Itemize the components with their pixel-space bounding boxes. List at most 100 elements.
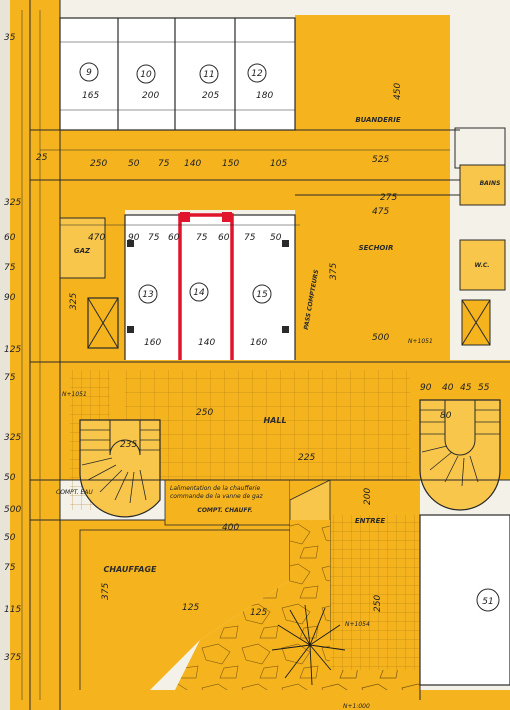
dim: 165 [82,91,99,101]
dim: 75 [4,263,16,273]
cell-12-label: 12 [251,69,263,79]
left-staircase [79,419,161,518]
dim: 60 [218,233,230,243]
dim: 35 [4,33,16,43]
dimension-lines [21,10,450,700]
dim: 90 [128,233,140,243]
dim: 400 [222,523,239,533]
gaz-room [59,217,106,279]
dim: 225 [298,453,315,463]
dim: 125 [4,345,21,355]
dim: 125 [250,608,267,618]
hall-tiles [125,370,410,480]
cell-14-label: 14 [193,288,205,298]
dim: 45 [460,383,472,393]
room-compt-chauff: COMPT. CHAUFF. [197,507,252,514]
dim: 325 [69,293,79,310]
dim: 60 [4,233,16,243]
cell-11-marker [199,64,219,84]
sechoir-room [295,195,460,360]
dim: 125 [182,603,199,613]
dims-left: 35 325 60 75 90 125 75 325 50 500 50 75 … [4,33,21,663]
dim: 180 [256,91,273,101]
dim: 325 [4,433,21,443]
dim: 75 [4,563,16,573]
cellar-51-marker [476,588,500,612]
chauffage-room [30,520,290,690]
dim: 150 [222,159,239,169]
level-left: N+1051 [62,391,87,398]
level-bottom: N+1:000 [343,703,370,710]
dim: 250 [90,159,107,169]
room-wc: W.C. [474,262,489,269]
dim: 75 [196,233,208,243]
entree-tiles [330,515,420,700]
dim: 80 [440,411,452,421]
cell-13-label: 13 [142,290,154,300]
chauff-note-2: commande de la vanne de gaz [170,493,264,500]
dim: 55 [478,383,490,393]
dim: 500 [4,505,21,515]
buanderie-room [295,15,450,195]
dim: 75 [4,373,16,383]
dim: 450 [393,83,403,100]
compt-eau-note: COMPT. EAU [56,489,93,496]
dim: 375 [101,583,111,600]
dim: 200 [142,91,159,101]
dim: 90 [420,383,432,393]
cell-10-label: 10 [140,70,152,80]
dim: 50 [4,533,16,543]
dim: 250 [373,595,383,612]
cell-10-marker [136,64,156,84]
dim: 75 [244,233,256,243]
room-gaz: GAZ [74,247,91,255]
dim: 50 [4,473,16,483]
dim: 90 [4,293,16,303]
level-entree: N+1054 [345,621,370,628]
dim: 50 [128,159,140,169]
top-cells [59,17,296,131]
chauff-note-1: Lalimentation de la chaufferie [170,485,261,492]
wall-lines [29,0,510,710]
bottom-wall [30,690,510,710]
dim: 25 [36,153,48,163]
cellar-51-label: 51 [482,597,493,607]
cell-15-label: 15 [256,290,268,300]
dim: 75 [148,233,160,243]
dim: 50 [270,233,282,243]
right-sanitary [454,127,506,346]
dim: 475 [372,207,389,217]
room-sechoir: SECHOIR [359,244,394,252]
room-hall: HALL [263,416,286,425]
dims-mid: 470 90 75 60 75 60 75 50 475 [88,207,389,243]
right-staircase [419,399,501,511]
dim: 235 [120,440,137,450]
dims-top: 25 250 50 75 140 150 105 525 [36,153,389,169]
dim: 250 [196,408,213,418]
dim: 140 [184,159,201,169]
dim: 500 [372,333,389,343]
dim: 115 [4,605,21,615]
left-edge [0,0,10,710]
cell-9-label: 9 [86,68,92,78]
mid-cells [124,212,296,367]
dim: 200 [363,488,373,505]
dim: 75 [158,159,170,169]
cellar-51 [419,514,510,686]
cell-9-marker [79,62,99,82]
dim: 60 [168,233,180,243]
room-buanderie: BUANDERIE [355,116,401,124]
dim: 275 [380,193,397,203]
dim: 105 [270,159,287,169]
dim: 160 [144,338,161,348]
dim: 375 [4,653,21,663]
dim: 205 [202,91,219,101]
dim: 375 [329,263,339,280]
dim: 40 [442,383,454,393]
room-chauffage: CHAUFFAGE [103,565,157,574]
cell-11-label: 11 [203,70,214,80]
dim: 160 [250,338,267,348]
cell-12-marker [247,63,267,83]
dim: 325 [4,198,21,208]
room-entree: ENTREE [355,517,386,525]
